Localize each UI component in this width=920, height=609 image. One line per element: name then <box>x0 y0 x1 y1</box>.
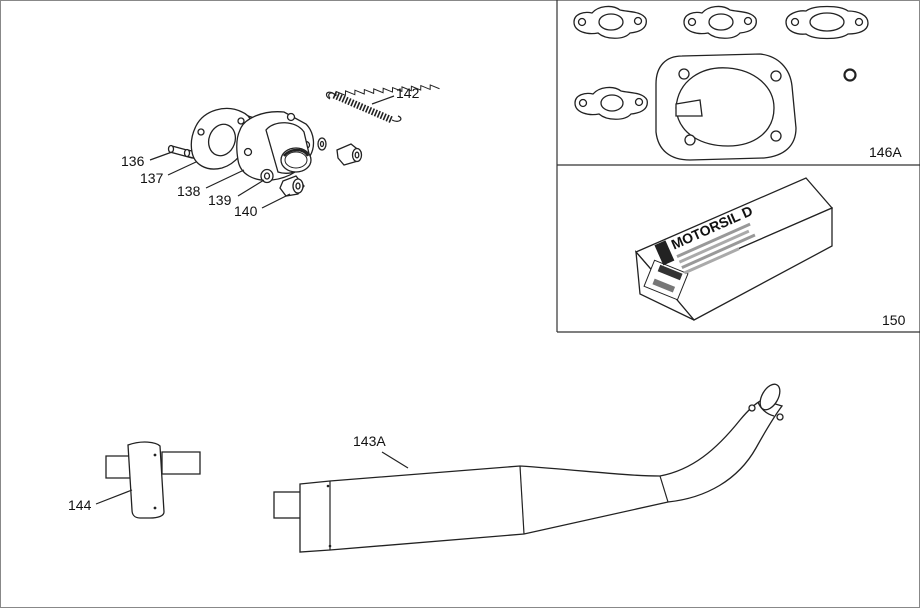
label-136: 136 <box>121 153 145 169</box>
label-140: 140 <box>234 203 258 219</box>
label-146a: 146A <box>869 144 902 160</box>
clamp-144 <box>105 441 201 519</box>
label-144: 144 <box>68 497 92 513</box>
nut-140 <box>279 175 305 197</box>
gasket-kit-panel: MOTORSIL D <box>556 0 920 333</box>
exhaust-gasket-4 <box>574 86 648 120</box>
label-142: 142 <box>396 85 420 101</box>
exhaust-flange-assembly <box>167 84 440 197</box>
washer-right <box>317 137 327 151</box>
exhaust-gasket-1 <box>573 5 647 39</box>
silencer-143a <box>273 383 784 553</box>
nut-right <box>336 143 363 166</box>
leader-lines <box>95 95 409 505</box>
cylinder-base-gasket <box>655 53 797 161</box>
label-143a: 143A <box>353 433 386 449</box>
motorsil-box: MOTORSIL D <box>634 177 834 321</box>
label-150: 150 <box>882 312 906 328</box>
label-139: 139 <box>208 192 232 208</box>
spring-142 <box>325 84 440 124</box>
label-137: 137 <box>140 170 164 186</box>
exhaust-gasket-2 <box>683 5 757 39</box>
o-ring <box>843 68 857 82</box>
exhaust-gasket-3 <box>785 5 869 40</box>
flange-138 <box>236 111 315 181</box>
washer-139 <box>260 168 274 184</box>
label-138: 138 <box>177 183 201 199</box>
